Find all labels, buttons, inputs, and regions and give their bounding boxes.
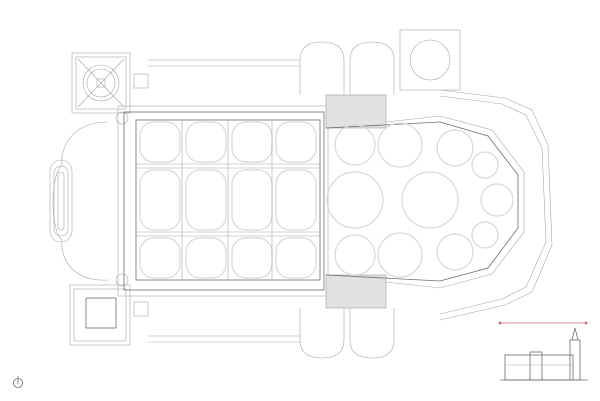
west-chapel <box>49 111 129 287</box>
vault-bay <box>275 169 317 231</box>
vault-bay <box>275 121 317 163</box>
southwest-tower <box>69 284 149 346</box>
vault-bay <box>139 237 181 279</box>
apse <box>325 89 553 321</box>
vault-bay <box>231 169 273 231</box>
vault-bay <box>185 237 227 279</box>
vault-bay <box>231 121 273 163</box>
elevation-thumbnail <box>500 327 588 381</box>
scale-bar <box>498 321 588 325</box>
crossing <box>299 29 461 359</box>
nave <box>117 59 329 343</box>
vault-bay <box>139 169 181 231</box>
vault-bay <box>231 237 273 279</box>
northwest-tower <box>71 52 149 114</box>
vault-bay <box>185 121 227 163</box>
vault-bay <box>139 121 181 163</box>
vault-bay <box>185 169 227 231</box>
vault-bay <box>275 237 317 279</box>
north-arrow-icon <box>13 376 23 388</box>
